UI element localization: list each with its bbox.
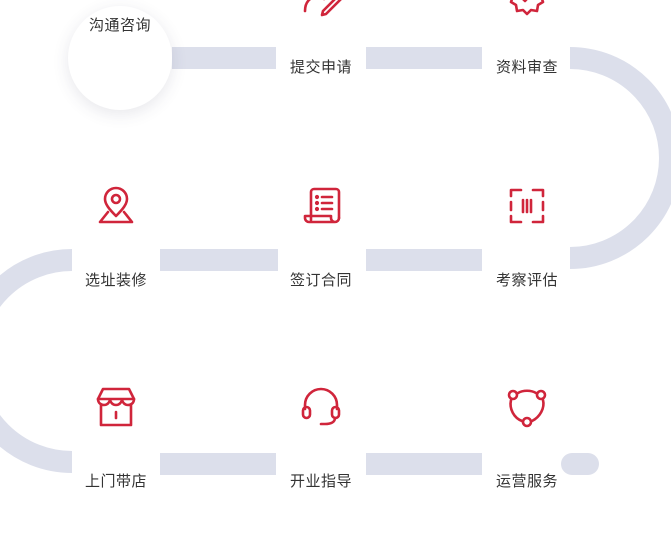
step-label: 考察评估: [495, 271, 558, 289]
step-operation[interactable]: 运营服务: [467, 389, 587, 539]
step-label: 签订合同: [289, 271, 352, 289]
step-apply[interactable]: 提交申请: [261, 0, 381, 126]
headset-icon: [299, 385, 343, 429]
location-pin-icon: [94, 184, 138, 228]
step-opening-guide[interactable]: 开业指导: [261, 387, 381, 539]
track-curve-left: [0, 249, 73, 473]
scan-box-icon: [505, 184, 549, 228]
step-label: 开业指导: [289, 472, 352, 490]
step-contract[interactable]: 签订合同: [261, 187, 381, 338]
track-curve-right: [569, 47, 671, 269]
verified-badge-icon: [505, 0, 549, 18]
step-label: 提交申请: [289, 58, 352, 76]
step-label: 上门带店: [84, 472, 147, 490]
chat-bubble-icon: [98, 0, 142, 2]
step-label: 选址装修: [84, 271, 147, 289]
cycle-nodes-icon: [505, 385, 549, 429]
active-step-highlight: [68, 6, 172, 110]
step-location[interactable]: 选址装修: [56, 186, 176, 338]
step-assess[interactable]: 考察评估: [467, 188, 587, 338]
user-edit-icon: [299, 0, 343, 18]
step-consult[interactable]: 沟通咨询: [60, 0, 180, 120]
storefront-icon: [94, 385, 138, 429]
step-label: 沟通咨询: [88, 16, 151, 34]
step-review[interactable]: 资料审查: [467, 0, 587, 126]
contract-scroll-icon: [299, 184, 343, 228]
step-label: 运营服务: [495, 472, 558, 490]
step-label: 资料审查: [495, 58, 558, 76]
step-store-visit[interactable]: 上门带店: [56, 387, 176, 539]
